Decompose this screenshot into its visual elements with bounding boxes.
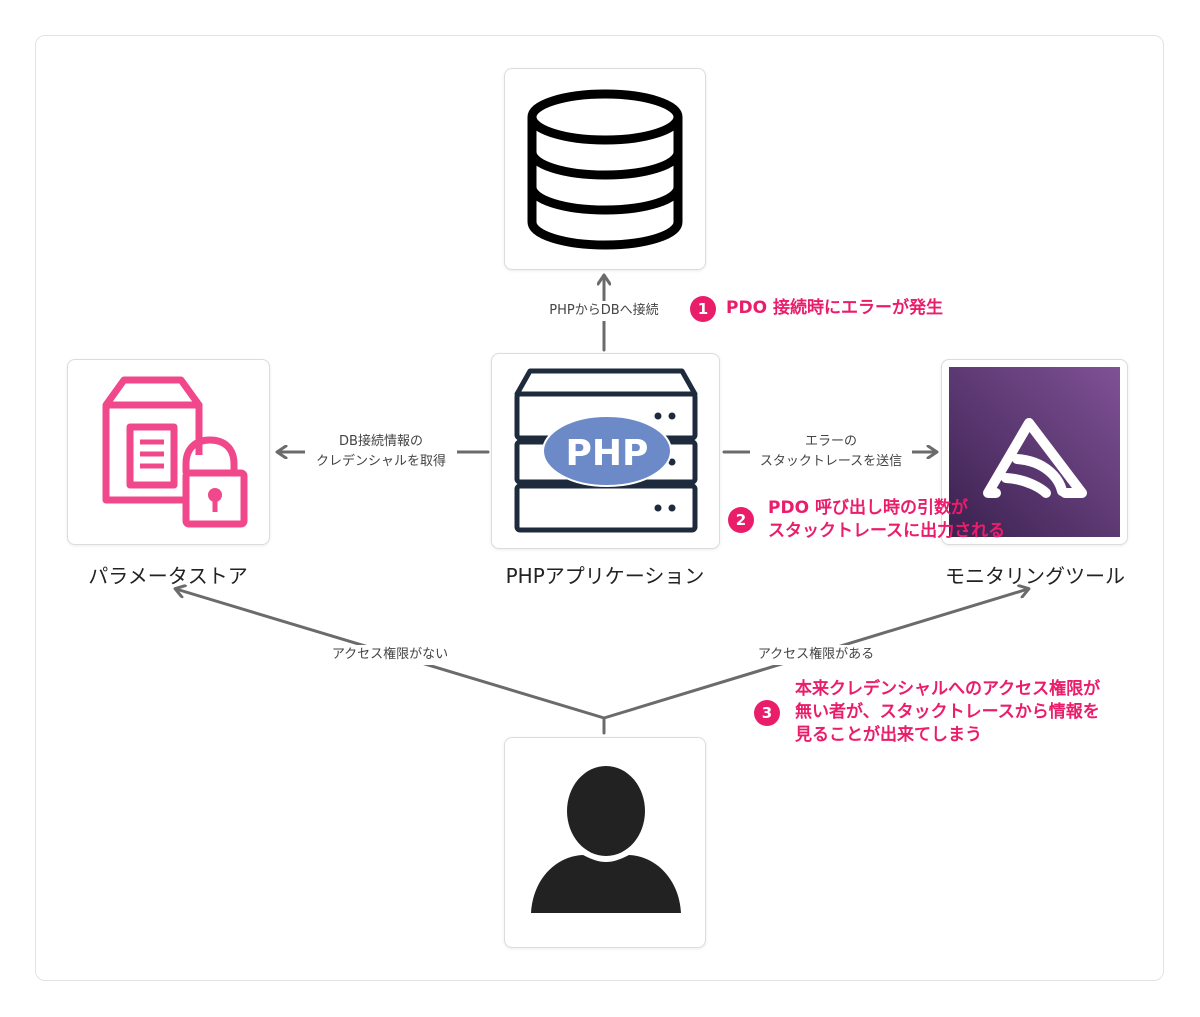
note-3-text: 本来クレデンシャルへのアクセス権限が 無い者が、スタックトレースから情報を 見る… [795, 678, 1100, 747]
sentry-logo-icon [949, 367, 1120, 537]
php-logo-text: PHP [566, 433, 649, 474]
note-3-line-1: 本来クレデンシャルへのアクセス権限が [795, 679, 1101, 699]
note-2-line-1: PDO 呼び出し時の引数が [768, 498, 968, 518]
note-2-badge: 2 [728, 507, 754, 533]
edge-label-php-to-monitor-line2: スタックトレースを送信 [759, 454, 903, 469]
user-silhouette-icon [531, 766, 681, 913]
monitoring-tool-node [941, 359, 1128, 545]
edge-label-php-to-db: PHPからDBへ接続 [540, 301, 668, 321]
edge-label-php-to-store-line1: DB接続情報の [339, 434, 423, 449]
php-app-label: PHPアプリケーション [505, 564, 705, 588]
edge-label-user-to-monitor: アクセス権限がある [748, 645, 884, 665]
php-app-node: PHP [491, 353, 720, 549]
note-1-text: PDO 接続時にエラーが発生 [726, 297, 943, 320]
edge-label-php-to-monitor: エラーの スタックトレースを送信 [750, 432, 912, 472]
note-3-line-2: 無い者が、スタックトレースから情報を [795, 702, 1100, 722]
note-2-line-2: スタックトレースに出力される [768, 521, 1006, 541]
note-3-badge: 3 [754, 700, 780, 726]
edge-label-php-to-store: DB接続情報の クレデンシャルを取得 [305, 432, 457, 472]
database-node [504, 68, 706, 270]
note-1-badge: 1 [690, 296, 716, 322]
parameter-store-lock-icon [102, 376, 248, 528]
note-3-line-3: 見ることが出来てしまう [795, 725, 982, 745]
note-1-line-1: PDO 接続時にエラーが発生 [726, 298, 943, 318]
edge-label-user-to-store: アクセス権限がない [322, 645, 458, 665]
parameter-store-label: パラメータストア [88, 564, 248, 588]
parameter-store-node [67, 359, 270, 545]
user-node [504, 737, 706, 948]
note-2-text: PDO 呼び出し時の引数が スタックトレースに出力される [768, 497, 1005, 543]
edge-label-php-to-monitor-line1: エラーの [804, 434, 857, 449]
edge-label-php-to-store-line2: クレデンシャルを取得 [315, 454, 446, 469]
php-server-icon: PHP [514, 368, 698, 533]
database-icon [527, 89, 683, 250]
monitoring-tool-label: モニタリングツール [945, 564, 1125, 588]
